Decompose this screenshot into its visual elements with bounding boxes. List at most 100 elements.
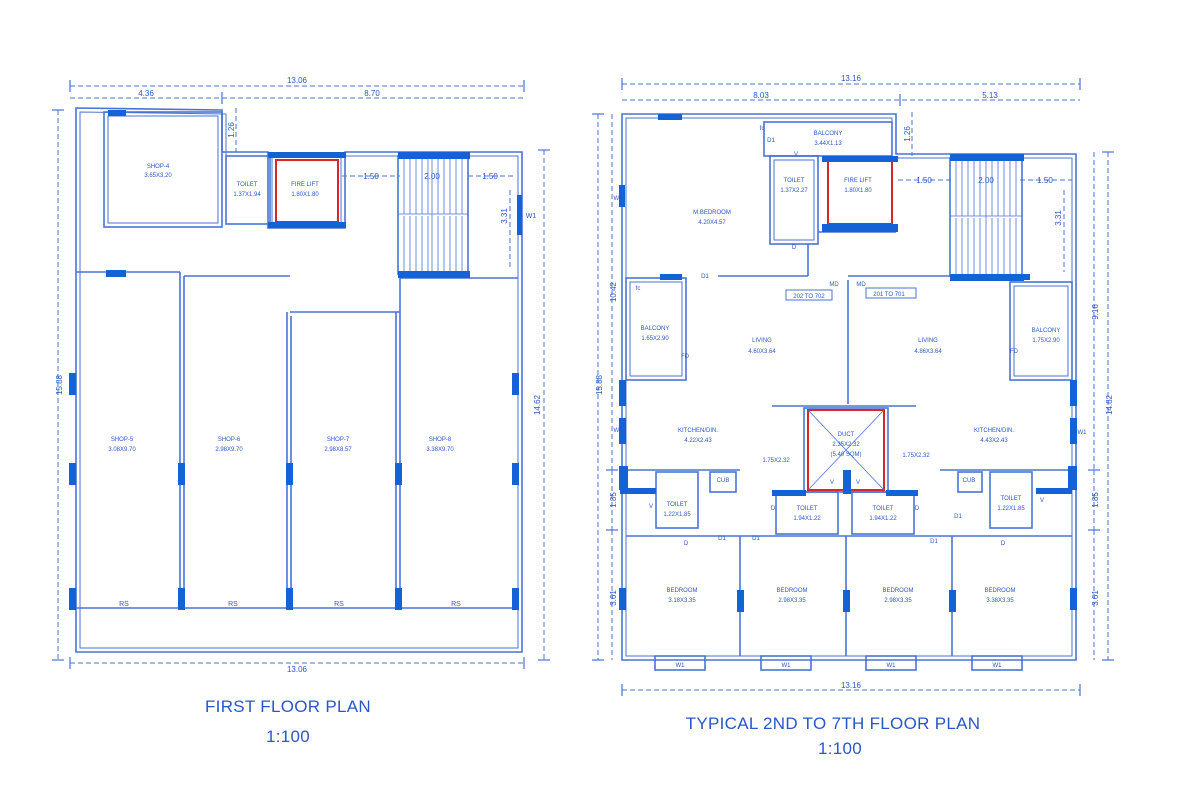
tf-bed3-name: BEDROOM: [882, 588, 913, 594]
tf-dim-top-total: 13.16: [841, 74, 862, 83]
tf-staircase: [950, 158, 1022, 276]
tf-duct-name: DUCT: [838, 432, 855, 438]
tf-plan-scale: 1:100: [818, 739, 862, 758]
tf-dim-stair-depth: 3.31: [1054, 210, 1063, 226]
tf-dim-left-total: 15.88: [595, 374, 604, 395]
tf-d-tag-bed1: D: [684, 541, 689, 547]
ff-shop6-name: SHOP-6: [218, 437, 241, 443]
tf-fc-tag-left: fc: [636, 286, 641, 292]
tf-balcony-l-size: 1.65X2.90: [641, 336, 669, 342]
typical-floor-plan: 13.16 8.03 5.13 13.16 15.88 10.42 1.85 3…: [592, 74, 1114, 758]
ff-dim-toilet-offset: 1.26: [227, 122, 236, 138]
ff-toilet-size: 1.37X1.94: [233, 192, 261, 198]
tf-dim-top-left: 8.03: [753, 91, 769, 100]
tf-bed4-name: BEDROOM: [984, 588, 1015, 594]
tf-md-tag-left: MD: [829, 282, 839, 288]
tf-kitchen-l-name: KITCHEN/DIN.: [678, 428, 718, 434]
tf-kitchen-r-size: 4.43X2.43: [980, 438, 1008, 444]
ff-dim-right-total: 14.62: [533, 394, 542, 415]
tf-kitchen-r-name: KITCHEN/DIN.: [974, 428, 1014, 434]
tf-w1-tag-right: W1: [1078, 430, 1088, 436]
tf-dim-right-total: 14.62: [1105, 394, 1114, 415]
tf-d1-tag-bed4: D1: [954, 514, 962, 520]
first-floor-plan: 13.06 4.36 8.70 13.06 15.88 14.62 1.26 1…: [52, 76, 550, 746]
tf-fc-tag-top: fc: [760, 126, 765, 132]
ff-lift-name: FIRE LIFT: [291, 182, 319, 188]
tf-w1-tag-left: W1: [614, 428, 624, 434]
ff-dim-top-right: 8.70: [364, 89, 380, 98]
tf-balcony-top-size: 3.44X1.13: [814, 141, 842, 147]
tf-toilet-top-name: TOILET: [784, 178, 805, 184]
tf-d-tag-toilet2: D: [771, 506, 776, 512]
tf-toilet3-name: TOILET: [873, 506, 894, 512]
ff-dim-top-left: 4.36: [138, 89, 154, 98]
ff-dim-stair-depth: 3.31: [500, 208, 509, 224]
tf-living-l-size: 4.60X3.64: [748, 349, 776, 355]
tf-v-tag-1: V: [649, 504, 653, 510]
tf-toilet1-name: TOILET: [667, 502, 688, 508]
tf-living-l-name: LIVING: [752, 338, 772, 344]
tf-dim-left-mid: 1.85: [609, 492, 618, 508]
tf-cub-tag-right: CUB: [963, 478, 976, 484]
tf-toilet2-name: TOILET: [797, 506, 818, 512]
tf-mbed-size: 4.20X4.57: [698, 220, 726, 226]
tf-d1-tag-bed1: D1: [718, 536, 726, 542]
tf-w1-tag-bed2: W1: [782, 663, 792, 669]
ff-columns: [69, 110, 522, 610]
tf-d-tag-top: D: [792, 245, 797, 251]
ff-toilet-name: TOILET: [237, 182, 258, 188]
tf-v-tag-2: V: [830, 480, 834, 486]
ff-fire-lift-outline: [275, 159, 339, 223]
ff-plan-title: FIRST FLOOR PLAN: [205, 697, 371, 716]
tf-d1-tag-bed2: D1: [752, 536, 760, 542]
tf-balcony-r-name: BALCONY: [1032, 328, 1061, 334]
tf-toilet2-size: 1.94X1.22: [793, 516, 821, 522]
tf-toilet3-size: 1.94X1.22: [869, 516, 897, 522]
tf-dim-right-upper: 9.16: [1091, 304, 1100, 320]
tf-living-r-size: 4.86X3.64: [914, 349, 942, 355]
tf-w2-tag: W2: [614, 196, 624, 202]
tf-lift-name: FIRE LIFT: [844, 178, 872, 184]
tf-dim-bottom-total: 13.16: [841, 681, 862, 690]
tf-d-tag-toilet3: D: [915, 506, 920, 512]
tf-fd-tag-left: FD: [681, 354, 690, 360]
tf-w1-tag-bed3: W1: [887, 663, 897, 669]
ff-rs-tag-2: RS: [228, 601, 238, 608]
tf-lobby-left-dim: 1.75X2.32: [762, 458, 790, 464]
tf-bed1-size: 3.18X3.35: [668, 598, 696, 604]
tf-toilet4-name: TOILET: [1001, 496, 1022, 502]
ff-plan-scale: 1:100: [266, 727, 310, 746]
tf-d1-tag-balcony: D1: [767, 138, 775, 144]
tf-balcony-l-name: BALCONY: [641, 326, 670, 332]
ff-shop8-name: SHOP-8: [429, 437, 452, 443]
tf-dim-balcony-offset: 1.26: [903, 126, 912, 142]
tf-lobby-right-dim: 1.75X2.32: [902, 453, 930, 459]
tf-dim-left-upper: 10.42: [609, 281, 618, 302]
ff-shop4-name: SHOP-4: [147, 164, 170, 170]
tf-d1-tag-mbed: D1: [701, 274, 709, 280]
tf-flat-left-tag: 202 TO 702: [793, 294, 825, 300]
tf-balcony-top-name: BALCONY: [814, 131, 843, 137]
ff-staircase: [398, 156, 468, 274]
tf-dim-left-lower: 3.61: [609, 590, 618, 606]
tf-d1-tag-bed3: D1: [930, 539, 938, 545]
tf-v-tag-4: V: [1040, 498, 1044, 504]
ff-shop5-name: SHOP-5: [111, 437, 134, 443]
tf-v-tag-top: V: [794, 152, 798, 158]
tf-md-tag-right: MD: [856, 282, 866, 288]
ff-dim-top-total: 13.06: [287, 76, 308, 85]
tf-dim-top-right: 5.13: [982, 91, 998, 100]
tf-plan-title: TYPICAL 2ND TO 7TH FLOOR PLAN: [686, 714, 981, 733]
tf-toilet-top-size: 1.37X2.27: [780, 188, 808, 194]
ff-dim-stair-gap-right: 1.50: [482, 172, 498, 181]
tf-dim-right-mid: 1.85: [1091, 492, 1100, 508]
tf-kitchen-l-size: 4.22X2.43: [684, 438, 712, 444]
ff-rs-tag-3: RS: [334, 601, 344, 608]
tf-cub-tag-left: CUB: [717, 478, 730, 484]
tf-lift-size: 1.80X1.80: [844, 188, 872, 194]
ff-lift-size: 1.80X1.80: [291, 192, 319, 198]
tf-fd-tag-right: FD: [1010, 349, 1019, 355]
tf-bed2-name: BEDROOM: [776, 588, 807, 594]
ff-dim-bottom-total: 13.06: [287, 665, 308, 674]
